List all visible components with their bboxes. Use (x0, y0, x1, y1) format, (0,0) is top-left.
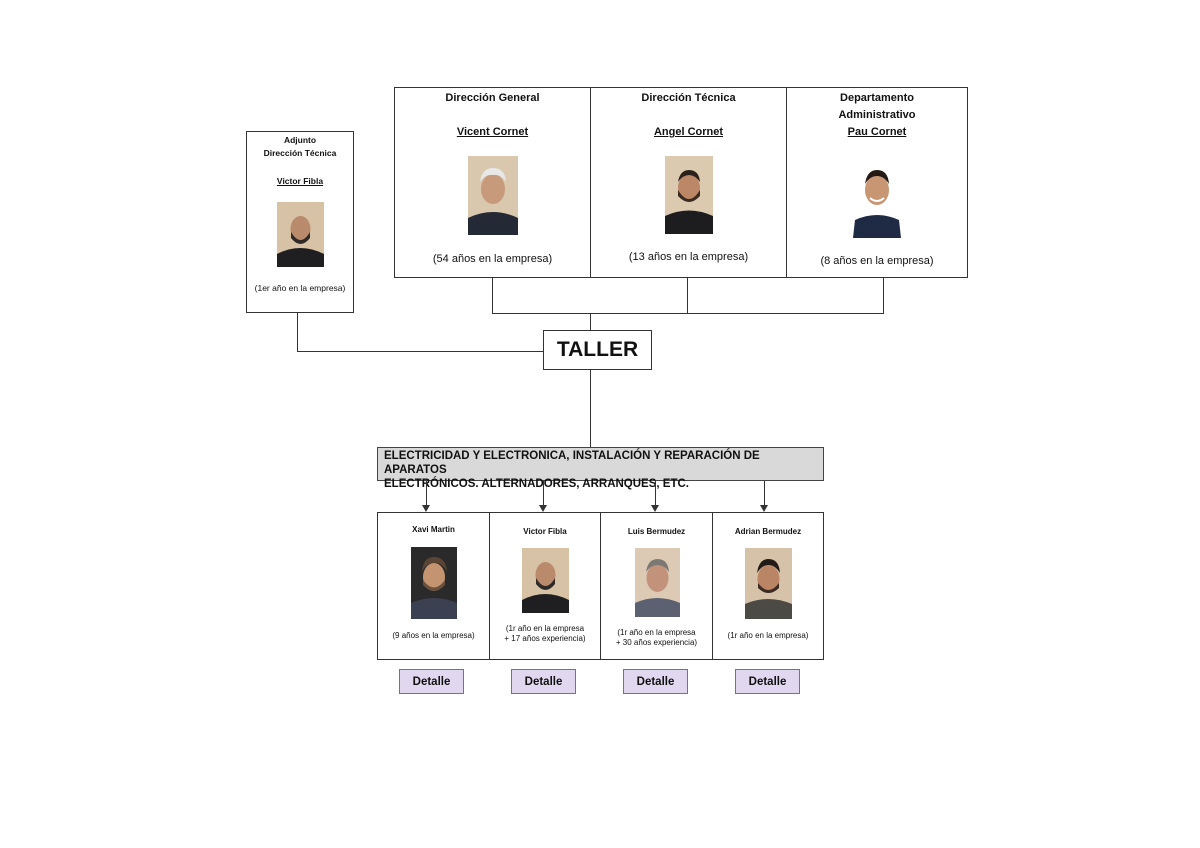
arrow-head (422, 505, 430, 512)
arrow-shaft (655, 481, 656, 505)
department-banner: ELECTRICIDAD Y ELECTRONICA, INSTALACIÓN … (377, 447, 824, 490)
connector-line (590, 370, 591, 447)
person-photo (745, 548, 792, 619)
role-label: Dirección General (445, 92, 540, 104)
tenure-text: (8 años en la empresa) (820, 255, 934, 267)
tenure-text: (54 años en la empresa) (432, 253, 553, 265)
arrow-shaft (426, 481, 427, 505)
person-photo (468, 156, 518, 235)
direccion-tecnica-box: Dirección Técnica Angel Cornet (13 años … (590, 87, 787, 278)
tenure-text: (1r año en la empresa) (727, 631, 809, 640)
person-photo (665, 156, 713, 234)
person-photo (522, 548, 569, 613)
arrow-shaft (543, 481, 544, 505)
person-photo (851, 158, 903, 238)
tenure-text: (9 años en la empresa) (392, 631, 475, 640)
direccion-general-box: Dirección General Vicent Cornet (54 años… (394, 87, 591, 278)
arrow-shaft (764, 481, 765, 505)
detail-button[interactable]: Detalle (623, 669, 688, 694)
worker-box: Luis Bermudez (1r año en la empresa + 30… (600, 512, 713, 660)
person-name: Victor Fibla (276, 176, 324, 186)
arrow-head (760, 505, 768, 512)
person-name: Victor Fibla (523, 527, 567, 536)
detail-button[interactable]: Detalle (399, 669, 464, 694)
role-label: Adjunto (283, 135, 317, 145)
person-name: Vicent Cornet (456, 126, 529, 138)
connector-line (492, 278, 493, 313)
person-photo (635, 548, 680, 617)
detail-button[interactable]: Detalle (735, 669, 800, 694)
person-name: Angel Cornet (653, 126, 724, 138)
person-photo (411, 547, 457, 619)
connector-line (297, 351, 543, 352)
role-label: Dirección Técnica (641, 92, 736, 104)
tenure-text: (1r año en la empresa (617, 628, 696, 637)
tenure-text: + 17 años experiencia) (504, 634, 586, 643)
role-label: Dirección Técnica (263, 148, 337, 158)
tenure-text: (1r año en la empresa (505, 624, 585, 633)
banner-line: ELECTRICIDAD Y ELECTRONICA, INSTALACIÓN … (384, 450, 760, 476)
tenure-text: (13 años en la empresa) (628, 251, 749, 263)
detail-button[interactable]: Detalle (511, 669, 576, 694)
arrow-head (651, 505, 659, 512)
person-name: Pau Cornet (847, 126, 907, 138)
tenure-text: (1er año en la empresa) (254, 283, 346, 293)
person-name: Xavi Martin (412, 525, 455, 534)
connector-line (590, 313, 591, 330)
connector-line (687, 278, 688, 313)
adjunto-box: Adjunto Dirección Técnica Victor Fibla (… (246, 131, 354, 313)
worker-box: Adrian Bermudez (1r año en la empresa) (712, 512, 824, 660)
person-photo (277, 202, 324, 267)
worker-box: Xavi Martin (9 años en la empresa) (377, 512, 490, 660)
departamento-administrativo-box: Departamento Administrativo Pau Cornet (… (786, 87, 968, 278)
connector-line (297, 312, 298, 352)
worker-box: Victor Fibla (1r año en la empresa + 17 … (489, 512, 601, 660)
tenure-text: + 30 años experiencia) (615, 638, 698, 647)
person-name: Luis Bermudez (627, 527, 686, 536)
arrow-head (539, 505, 547, 512)
taller-box: TALLER (543, 330, 652, 370)
person-name: Adrian Bermudez (734, 527, 802, 536)
connector-line (883, 278, 884, 313)
connector-line (492, 313, 884, 314)
role-label: Departamento (840, 92, 914, 104)
role-label: Administrativo (838, 109, 916, 121)
banner-line: ELECTRÓNICOS. ALTERNADORES, ARRANQUES, E… (384, 478, 689, 490)
